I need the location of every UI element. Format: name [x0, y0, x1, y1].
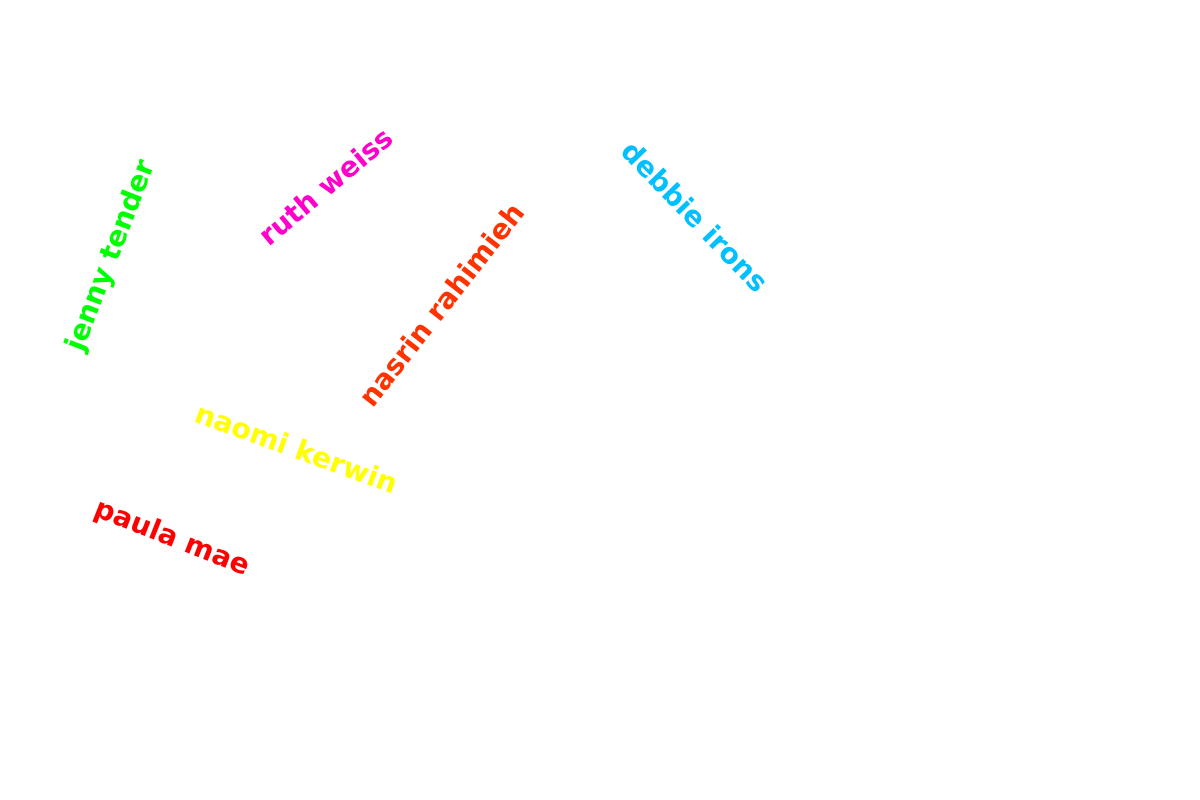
word-ruth-weiss: ruth weiss [252, 121, 400, 253]
word-jenny-tender: jenny tender [58, 154, 162, 355]
word-naomi-kerwin: naomi kerwin [190, 396, 402, 501]
word-paula-mae: paula mae [89, 491, 255, 582]
word-nasrin-rahimieh: nasrin rahimieh [352, 196, 532, 413]
word-debbie-irons: debbie irons [614, 134, 775, 299]
